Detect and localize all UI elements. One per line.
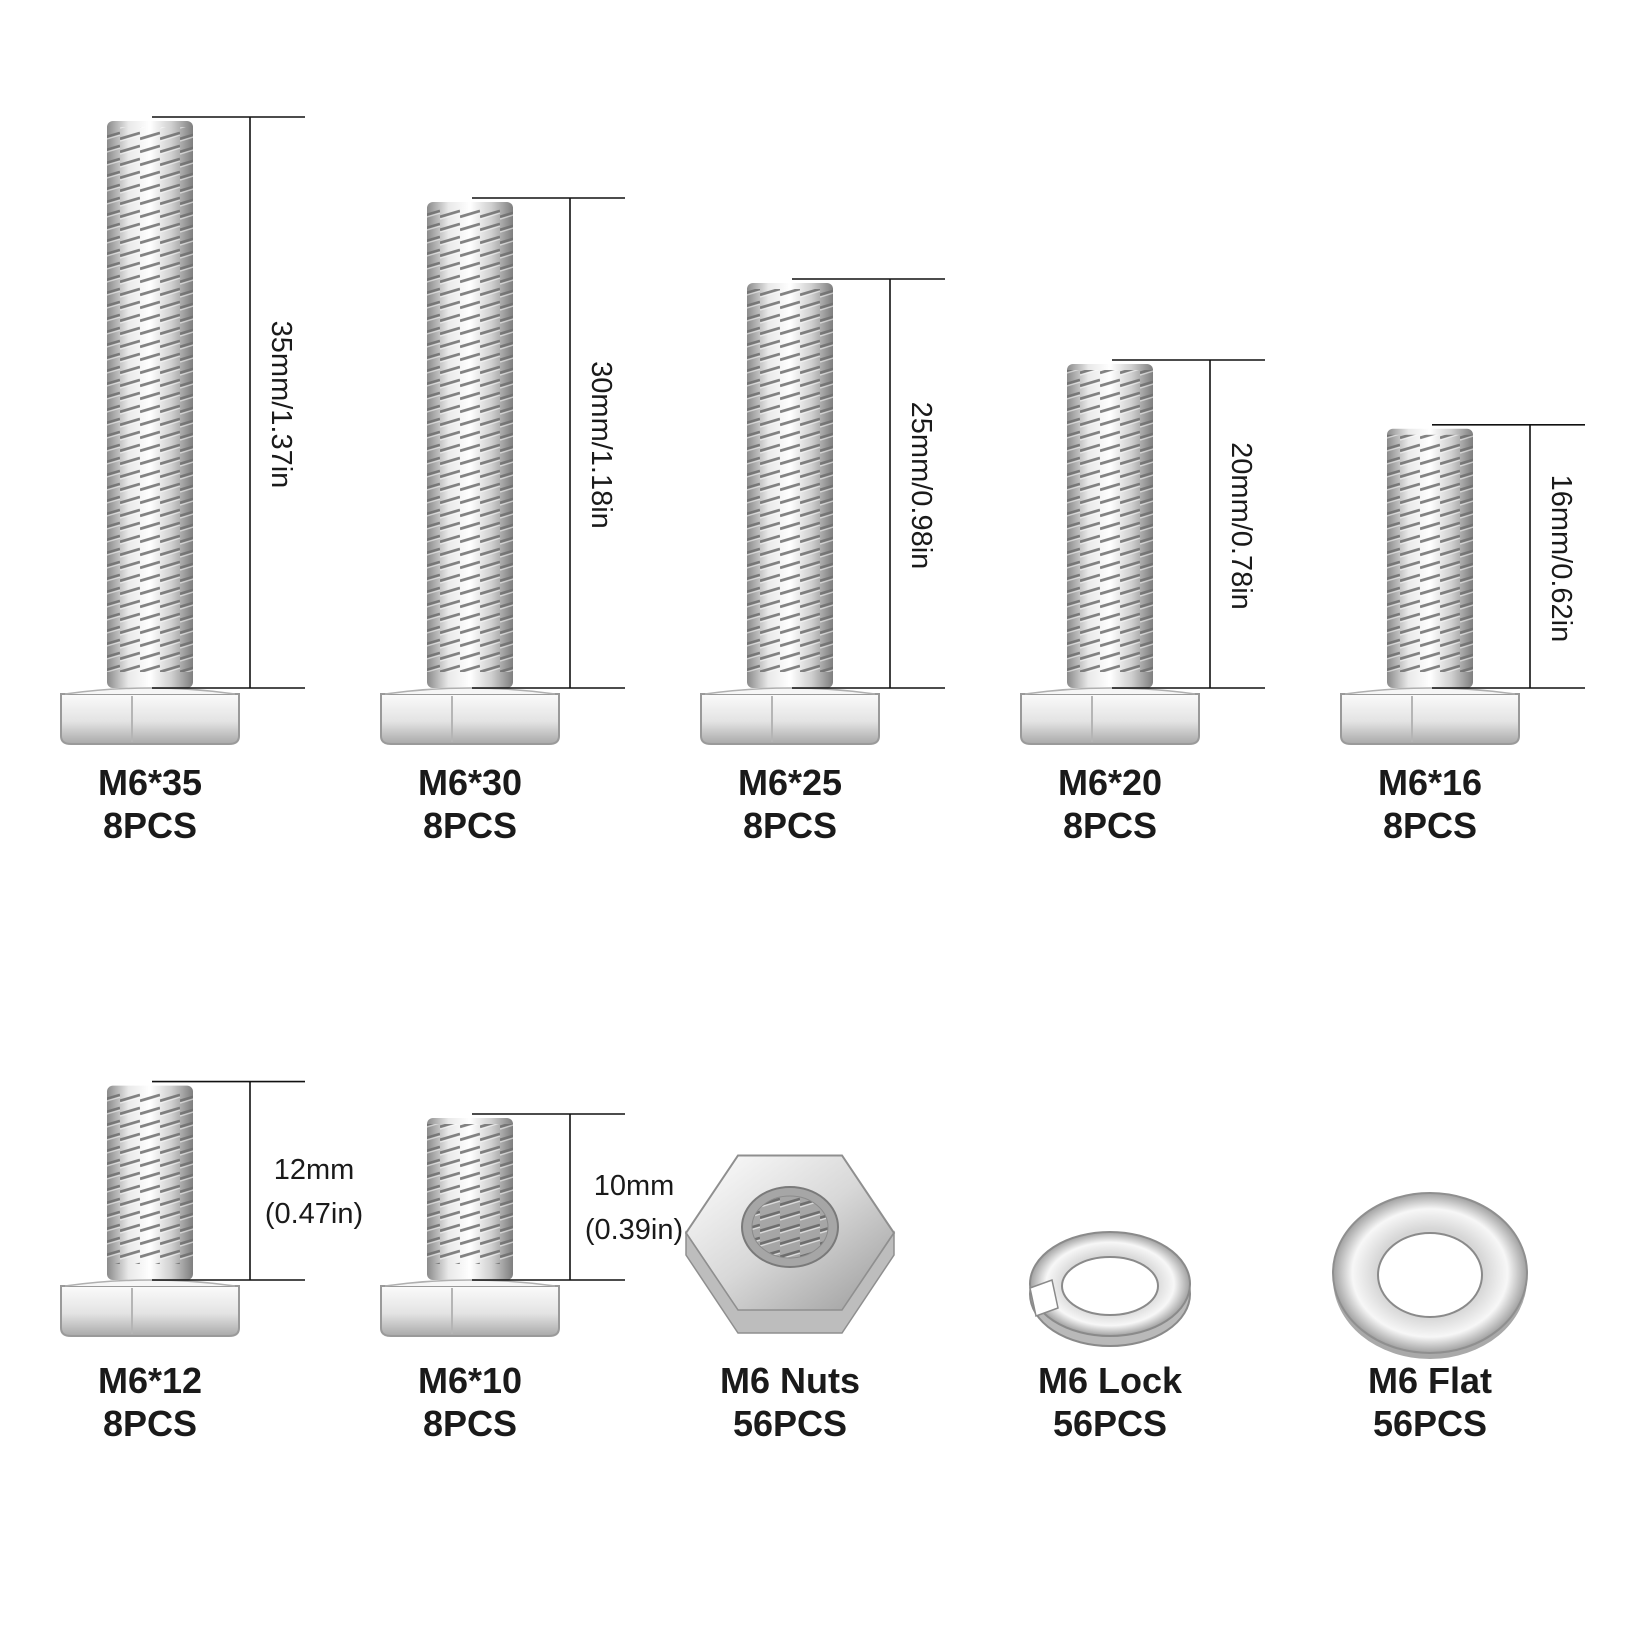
length-label: 25mm/0.98in: [905, 402, 937, 570]
quantity-label: 8PCS: [1383, 805, 1477, 846]
bolt-head: [60, 1285, 240, 1337]
bolt-threads: [107, 127, 193, 672]
quantity-label: 8PCS: [103, 1403, 197, 1444]
bolt-head: [1020, 693, 1200, 745]
quantity-label: 8PCS: [743, 805, 837, 846]
size-label: M6*10: [418, 1360, 522, 1401]
size-label: M6*30: [418, 762, 522, 803]
bolt-head: [700, 693, 880, 745]
accessory-name: M6 Flat: [1368, 1360, 1492, 1401]
bolt-threads: [1067, 370, 1153, 672]
length-label-inch: (0.47in): [265, 1198, 363, 1230]
quantity-label: 8PCS: [103, 805, 197, 846]
accessory-name: M6 Nuts: [720, 1360, 860, 1401]
length-label: 20mm/0.78in: [1225, 442, 1257, 610]
size-label: M6*12: [98, 1360, 202, 1401]
quantity-label: 8PCS: [1063, 805, 1157, 846]
quantity-label: 56PCS: [733, 1403, 847, 1444]
quantity-label: 56PCS: [1373, 1403, 1487, 1444]
dimension-marker: 35mm/1.37in: [152, 116, 305, 689]
quantity-label: 8PCS: [423, 1403, 517, 1444]
bolt-threads: [747, 289, 833, 672]
bolt-head: [380, 1285, 560, 1337]
quantity-label: 8PCS: [423, 805, 517, 846]
length-label: 16mm/0.62in: [1545, 475, 1577, 643]
bolt-threads: [1387, 434, 1473, 672]
length-label: 30mm/1.18in: [585, 361, 617, 529]
bolt-head: [1340, 693, 1520, 745]
accessory-name: M6 Lock: [1038, 1360, 1183, 1401]
dimension-marker: 16mm/0.62in: [1432, 423, 1585, 689]
dimension-marker: 20mm/0.78in: [1112, 359, 1265, 689]
bolt-threads: [107, 1091, 193, 1264]
bolt-threads: [427, 1124, 513, 1264]
length-label-inch: (0.39in): [585, 1214, 683, 1246]
dimension-marker: 25mm/0.98in: [792, 278, 945, 689]
dimension-marker: 10mm (0.39in): [472, 1113, 683, 1281]
bolt-threads: [427, 208, 513, 672]
size-label: M6*25: [738, 762, 842, 803]
dimension-marker: 12mm (0.47in): [152, 1080, 363, 1281]
length-label: 10mm: [594, 1170, 675, 1202]
bolt-head: [60, 693, 240, 745]
quantity-label: 56PCS: [1053, 1403, 1167, 1444]
size-label: M6*20: [1058, 762, 1162, 803]
length-label: 12mm: [274, 1154, 355, 1186]
length-label: 35mm/1.37in: [265, 321, 297, 489]
size-label: M6*16: [1378, 762, 1482, 803]
dimension-marker: 30mm/1.18in: [472, 197, 625, 689]
bolt-head: [380, 693, 560, 745]
size-label: M6*35: [98, 762, 202, 803]
